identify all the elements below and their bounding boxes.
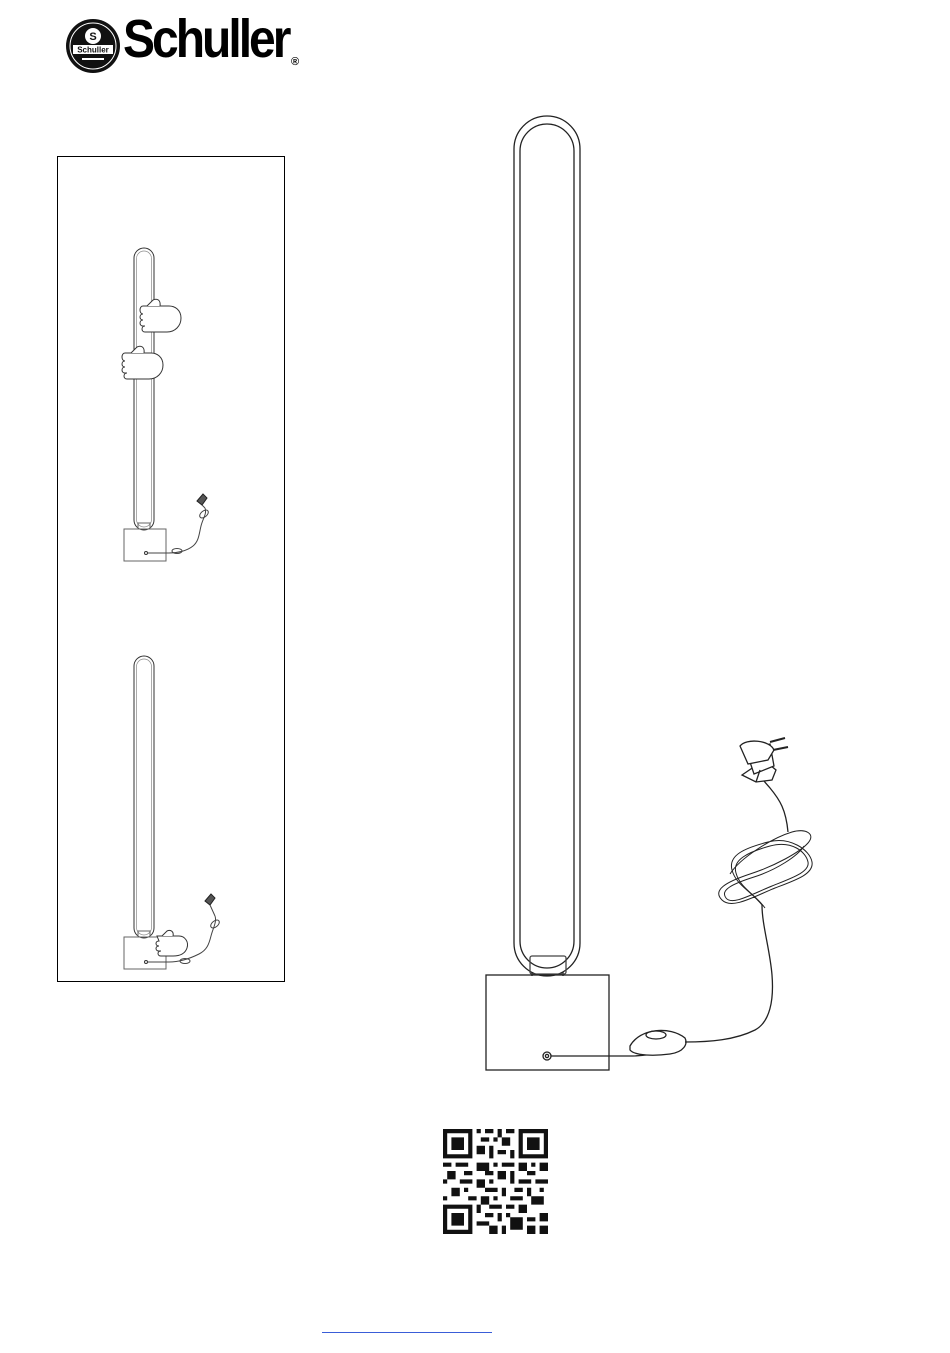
assembly-steps-panel	[57, 156, 285, 982]
footer-link[interactable]	[322, 1322, 492, 1338]
brand-logo: S Schuller Schuller ®	[65, 18, 305, 74]
pointing-hand-icon	[156, 930, 188, 956]
svg-text:Schuller: Schuller	[77, 46, 109, 55]
pointing-hand-icon	[140, 299, 181, 332]
brand-name: Schuller	[123, 9, 288, 72]
pointing-hand-icon	[122, 346, 163, 379]
inline-foot-switch-icon	[630, 1030, 686, 1055]
floor-lamp-illustration	[470, 110, 830, 1075]
step-2-lamp-illustration	[124, 656, 221, 969]
schuller-logo-icon: S Schuller	[65, 18, 121, 74]
footer-link-text[interactable]	[322, 1322, 492, 1333]
registered-mark: ®	[291, 56, 299, 68]
eu-plug-icon	[740, 738, 788, 782]
svg-text:S: S	[89, 31, 96, 43]
qr-code-icon[interactable]	[443, 1129, 548, 1234]
step-1-lamp-illustration	[124, 248, 210, 561]
